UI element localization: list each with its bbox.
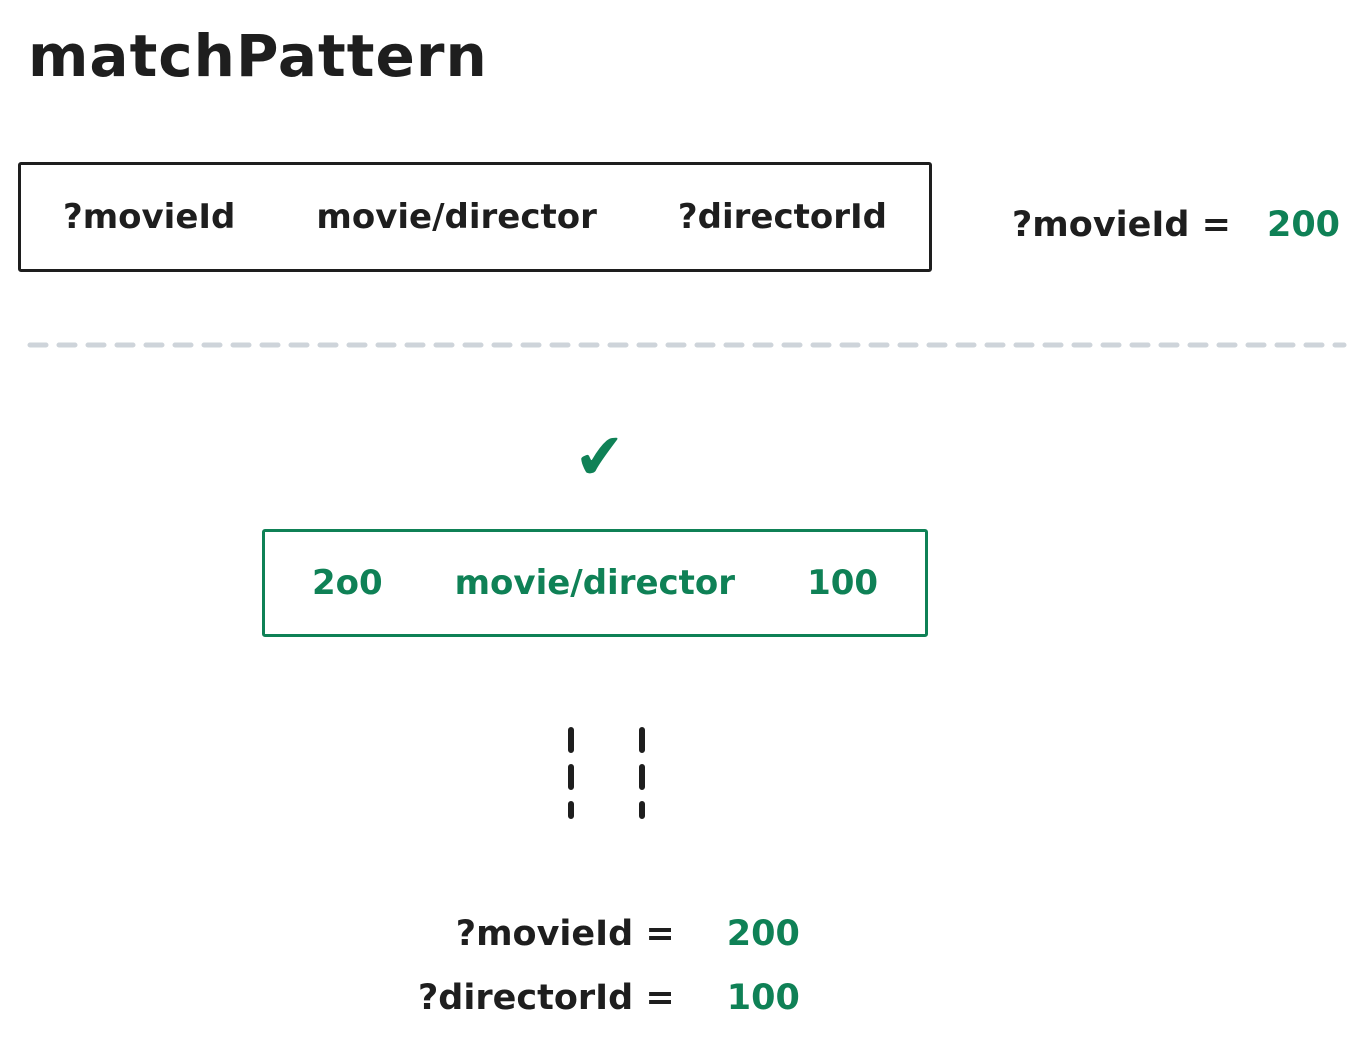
pattern-subject: ?movieId [63, 197, 236, 237]
matched-predicate: movie/director [454, 563, 736, 603]
ellipsis-dashes-right-icon [638, 727, 646, 819]
matched-subject: 2o0 [311, 563, 383, 603]
result-binding-value: 200 [726, 914, 800, 954]
triple-pattern-box: ?movieId movie/director ?directorId [18, 162, 932, 272]
matched-object: 100 [807, 563, 879, 603]
input-binding-note: ?movieId = 200 [1012, 205, 1340, 245]
matched-triple-box: 2o0 movie/director 100 [262, 529, 928, 637]
check-icon: ✔ [571, 418, 629, 495]
ellipsis-dashes-left-icon [567, 727, 575, 819]
divider-dashed-line [26, 334, 1348, 348]
result-binding-value: 100 [726, 978, 800, 1018]
diagram-title: matchPattern [28, 22, 488, 90]
result-binding-label: ?movieId = [455, 914, 675, 954]
input-binding-value: 200 [1266, 205, 1341, 245]
result-bindings: ?movieId = 200 ?directorId = 100 [418, 912, 800, 1020]
pattern-predicate: movie/director [316, 197, 597, 237]
result-binding-label: ?directorId = [418, 978, 675, 1018]
pattern-object: ?directorId [677, 197, 887, 237]
input-binding-label: ?movieId = [1012, 205, 1231, 245]
